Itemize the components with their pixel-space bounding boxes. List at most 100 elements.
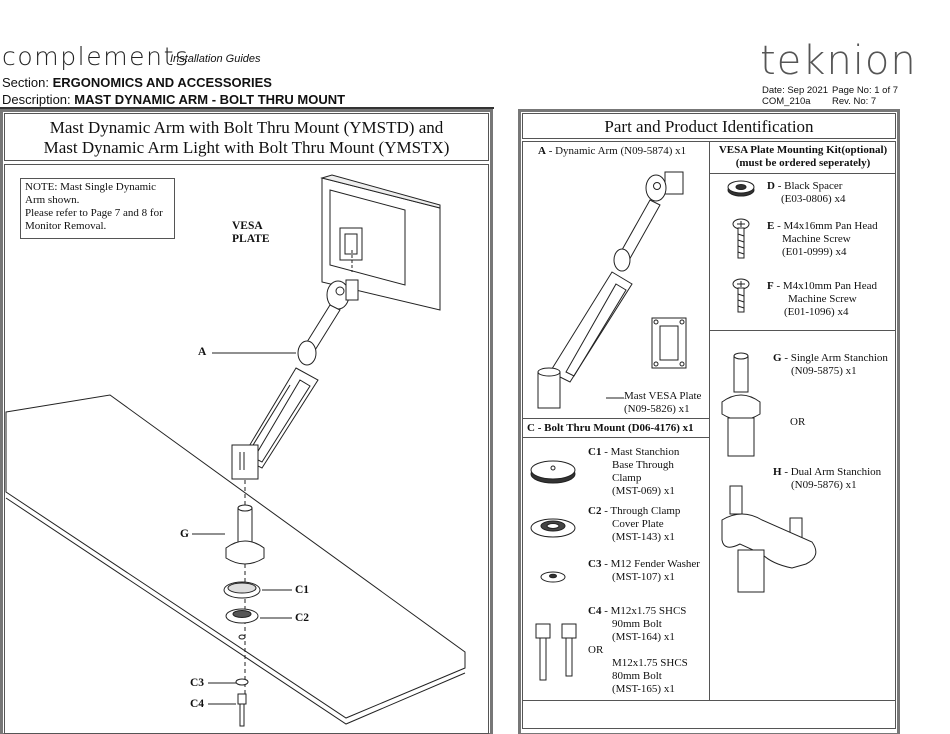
part-f-line-2: Machine Screw: [788, 293, 857, 305]
vesa-plate-line-1: Mast VESA Plate: [624, 390, 702, 402]
part-c3-line-2: (MST-107) x1: [612, 571, 675, 583]
part-e-code: E: [767, 220, 775, 232]
kit-header-line-2: (must be ordered seperately): [735, 157, 871, 169]
washer-c3: [235, 678, 249, 686]
part-d-line-1: - Black Spacer: [774, 180, 843, 192]
part-h-line-1: - Dual Arm Stanchion: [781, 466, 882, 478]
part-c4-code: C4: [588, 605, 602, 617]
teknion-logo: teknion: [760, 38, 917, 84]
part-a-code: A: [538, 145, 546, 157]
part-c2-code: C2: [588, 505, 602, 517]
grid-footer-row: [522, 701, 896, 729]
part-f-line-1: - M4x10mm Pan Head: [773, 280, 877, 292]
header-rule-left: [0, 107, 494, 109]
vesa-plate-label: VESA PLATE: [232, 220, 270, 246]
part-e-line-2: Machine Screw: [782, 233, 851, 245]
part-h-label: H - Dual Arm Stanchion (N09-5876) x1: [773, 466, 881, 492]
callout-a: A: [198, 346, 207, 358]
part-c1-line-3: Clamp: [612, 472, 642, 484]
left-panel-title: Mast Dynamic Arm with Bolt Thru Mount (Y…: [4, 113, 489, 161]
lower-arm: [241, 367, 319, 469]
part-c4b-line-3: (MST-165) x1: [612, 683, 675, 695]
brand-complements: complements: [2, 42, 190, 71]
note-line-4: Monitor Removal.: [25, 220, 107, 232]
fender-washer-drawing: [540, 571, 566, 583]
part-c4-line-1: - M12x1.75 SHCS: [601, 605, 687, 617]
description-label: Description:: [2, 92, 71, 107]
section-value: ERGONOMICS AND ACCESSORIES: [52, 75, 272, 90]
part-h-code: H: [773, 466, 782, 478]
description-line: Description: MAST DYNAMIC ARM - BOLT THR…: [2, 92, 345, 107]
part-d-label: D - Black Spacer (E03-0806) x4: [767, 180, 845, 206]
note-line-2: Arm shown.: [25, 194, 80, 206]
vesa-plate-line-2: (N09-5826) x1: [624, 403, 690, 415]
callout-c1: C1: [295, 584, 310, 596]
meta-page: Page No: 1 of 7: [832, 85, 899, 96]
part-f-label: F - M4x10mm Pan Head Machine Screw (E01-…: [767, 280, 877, 319]
right-panel-title: Part and Product Identification: [522, 113, 896, 139]
part-g-label: G - Single Arm Stanchion (N09-5875) x1: [773, 352, 888, 378]
installation-illustration: [5, 174, 466, 727]
meta-date: Date: Sep 2021: [762, 85, 829, 96]
vesa-label-line-2: PLATE: [232, 233, 270, 245]
callout-g: G: [180, 528, 189, 540]
kit-header-line-1: VESA Plate Mounting Kit(optional): [718, 144, 888, 156]
grid-divider-c-top: [522, 418, 709, 419]
part-c1-line-4: (MST-069) x1: [612, 485, 675, 497]
callout-c2: C2: [295, 612, 310, 624]
part-g-line-1: - Single Arm Stanchion: [781, 352, 888, 364]
part-c1-line-1: - Mast Stanchion: [601, 446, 680, 458]
left-title-line-2: Mast Dynamic Arm Light with Bolt Thru Mo…: [43, 138, 450, 157]
part-e-line-3: (E01-0999) x4: [782, 246, 847, 258]
screw-e-drawing: [732, 218, 750, 259]
screw-f-drawing: [732, 278, 750, 313]
vesa-plate-caption: Mast VESA Plate (N09-5826) x1: [624, 390, 701, 416]
cover-plate-drawing: [530, 518, 576, 538]
part-c2-line-3: (MST-143) x1: [612, 531, 675, 543]
part-c4-line-3: (MST-164) x1: [612, 631, 675, 643]
grid-divider-vertical: [709, 141, 710, 701]
part-e-label: E - M4x16mm Pan Head Machine Screw (E01-…: [767, 220, 878, 259]
part-g-line-2: (N09-5875) x1: [791, 365, 857, 377]
part-c4-label: C4 - M12x1.75 SHCS 90mm Bolt (MST-164) x…: [588, 605, 686, 644]
part-c2-line-1: - Through Clamp: [601, 505, 681, 517]
vesa-label-line-1: VESA: [232, 220, 263, 232]
part-e-line-1: - M4x16mm Pan Head: [774, 220, 878, 232]
part-c2-line-2: Cover Plate: [612, 518, 664, 530]
monitor-back-side: [320, 174, 441, 209]
description-value: MAST DYNAMIC ARM - BOLT THRU MOUNT: [74, 92, 346, 107]
callout-c3: C3: [190, 677, 205, 689]
meta-rev: Rev. No: 7: [832, 96, 877, 107]
grid-divider-c-header: [522, 437, 709, 438]
part-g-code: G: [773, 352, 782, 364]
part-c3-code: C3: [588, 558, 602, 570]
part-c3-line-1: - M12 Fender Washer: [601, 558, 700, 570]
part-c1-code: C1: [588, 446, 602, 458]
part-c1-line-2: Base Through: [612, 459, 674, 471]
kit-header: VESA Plate Mounting Kit(optional) (must …: [710, 144, 896, 170]
part-c3-label: C3 - M12 Fender Washer (MST-107) x1: [588, 558, 700, 584]
or-label-bolt: OR: [588, 644, 604, 656]
desk-edge: [5, 497, 466, 725]
part-c-header: C - Bolt Thru Mount (D06-4176) x1: [527, 422, 694, 434]
mast-vesa-plate-drawing: [651, 317, 687, 369]
arm-base: [231, 444, 259, 480]
section-line: Section: ERGONOMICS AND ACCESSORIES: [2, 75, 272, 90]
part-d-code: D: [767, 180, 775, 192]
note-box: NOTE: Mast Single Dynamic Arm shown. Ple…: [20, 178, 175, 239]
single-stanchion-drawing: [721, 352, 761, 457]
part-c4b-label: M12x1.75 SHCS 80mm Bolt (MST-165) x1: [612, 657, 688, 696]
callout-c4: C4: [190, 698, 205, 710]
bolts-drawing: [535, 623, 577, 681]
note-line-1: NOTE: Mast Single Dynamic: [25, 181, 157, 193]
part-c2-label: C2 - Through Clamp Cover Plate (MST-143)…: [588, 505, 680, 544]
part-c4b-line-1: M12x1.75 SHCS: [612, 657, 688, 669]
stanchion-base-clamp-drawing: [530, 460, 576, 484]
dynamic-arm-drawing: [537, 171, 684, 409]
grid-divider-kit-header: [709, 173, 896, 174]
part-d-line-2: (E03-0806) x4: [781, 193, 846, 205]
black-spacer-drawing: [727, 180, 755, 197]
dual-stanchion-drawing: [721, 485, 817, 593]
part-a-label: A - Dynamic Arm (N09-5874) x1: [538, 145, 686, 158]
